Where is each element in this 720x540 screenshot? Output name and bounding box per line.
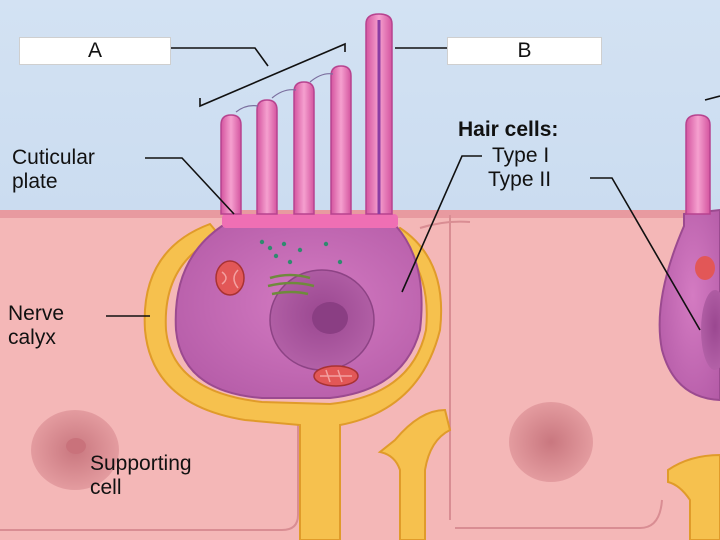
leader-a (170, 47, 269, 67)
hair-cells-heading: Hair cells: (458, 118, 559, 141)
stereocilium-1 (220, 114, 242, 215)
stereocilium-2 (256, 99, 278, 215)
nerve-ending-type-ii (377, 408, 452, 540)
supporting-cell-label-line1: Supporting (90, 452, 192, 475)
leader-right-edge (704, 95, 720, 101)
supporting-cell-nucleus-right (509, 402, 593, 482)
stereocilia-bundle (220, 65, 352, 215)
hair-cell-nucleolus (312, 302, 348, 334)
leader-type-ii (590, 177, 701, 331)
cuticular-plate-label-line1: Cuticular (12, 146, 95, 169)
leader-type-i (401, 155, 482, 293)
supporting-cell-borders (0, 215, 663, 531)
cuticular-plate-label-line2: plate (12, 170, 58, 193)
stereocilium-3 (293, 81, 315, 215)
nerve-calyx-label-line2: calyx (8, 326, 56, 349)
nerve-calyx-label-line1: Nerve (8, 302, 65, 325)
type-ii-label: Type II (488, 168, 552, 191)
mitochondrion (215, 260, 245, 296)
stereocilium-4 (330, 65, 352, 215)
type-i-label: Type I (492, 144, 550, 167)
tip-links (235, 73, 334, 113)
nerve-ending-right (667, 453, 720, 540)
supporting-cell-label-line2: cell (90, 476, 122, 499)
bracket-stereocilia (199, 42, 346, 108)
vesicles (259, 239, 343, 265)
type-ii-stereocilium (685, 114, 711, 215)
leader-lines (106, 42, 720, 331)
supporting-cell-nucleolus (66, 438, 86, 454)
golgi-apparatus (267, 273, 315, 296)
label-box-a: A (19, 37, 171, 65)
cuticular-plate (222, 214, 398, 228)
leader-cuticular-plate (145, 157, 235, 215)
label-box-b: B (447, 37, 602, 65)
